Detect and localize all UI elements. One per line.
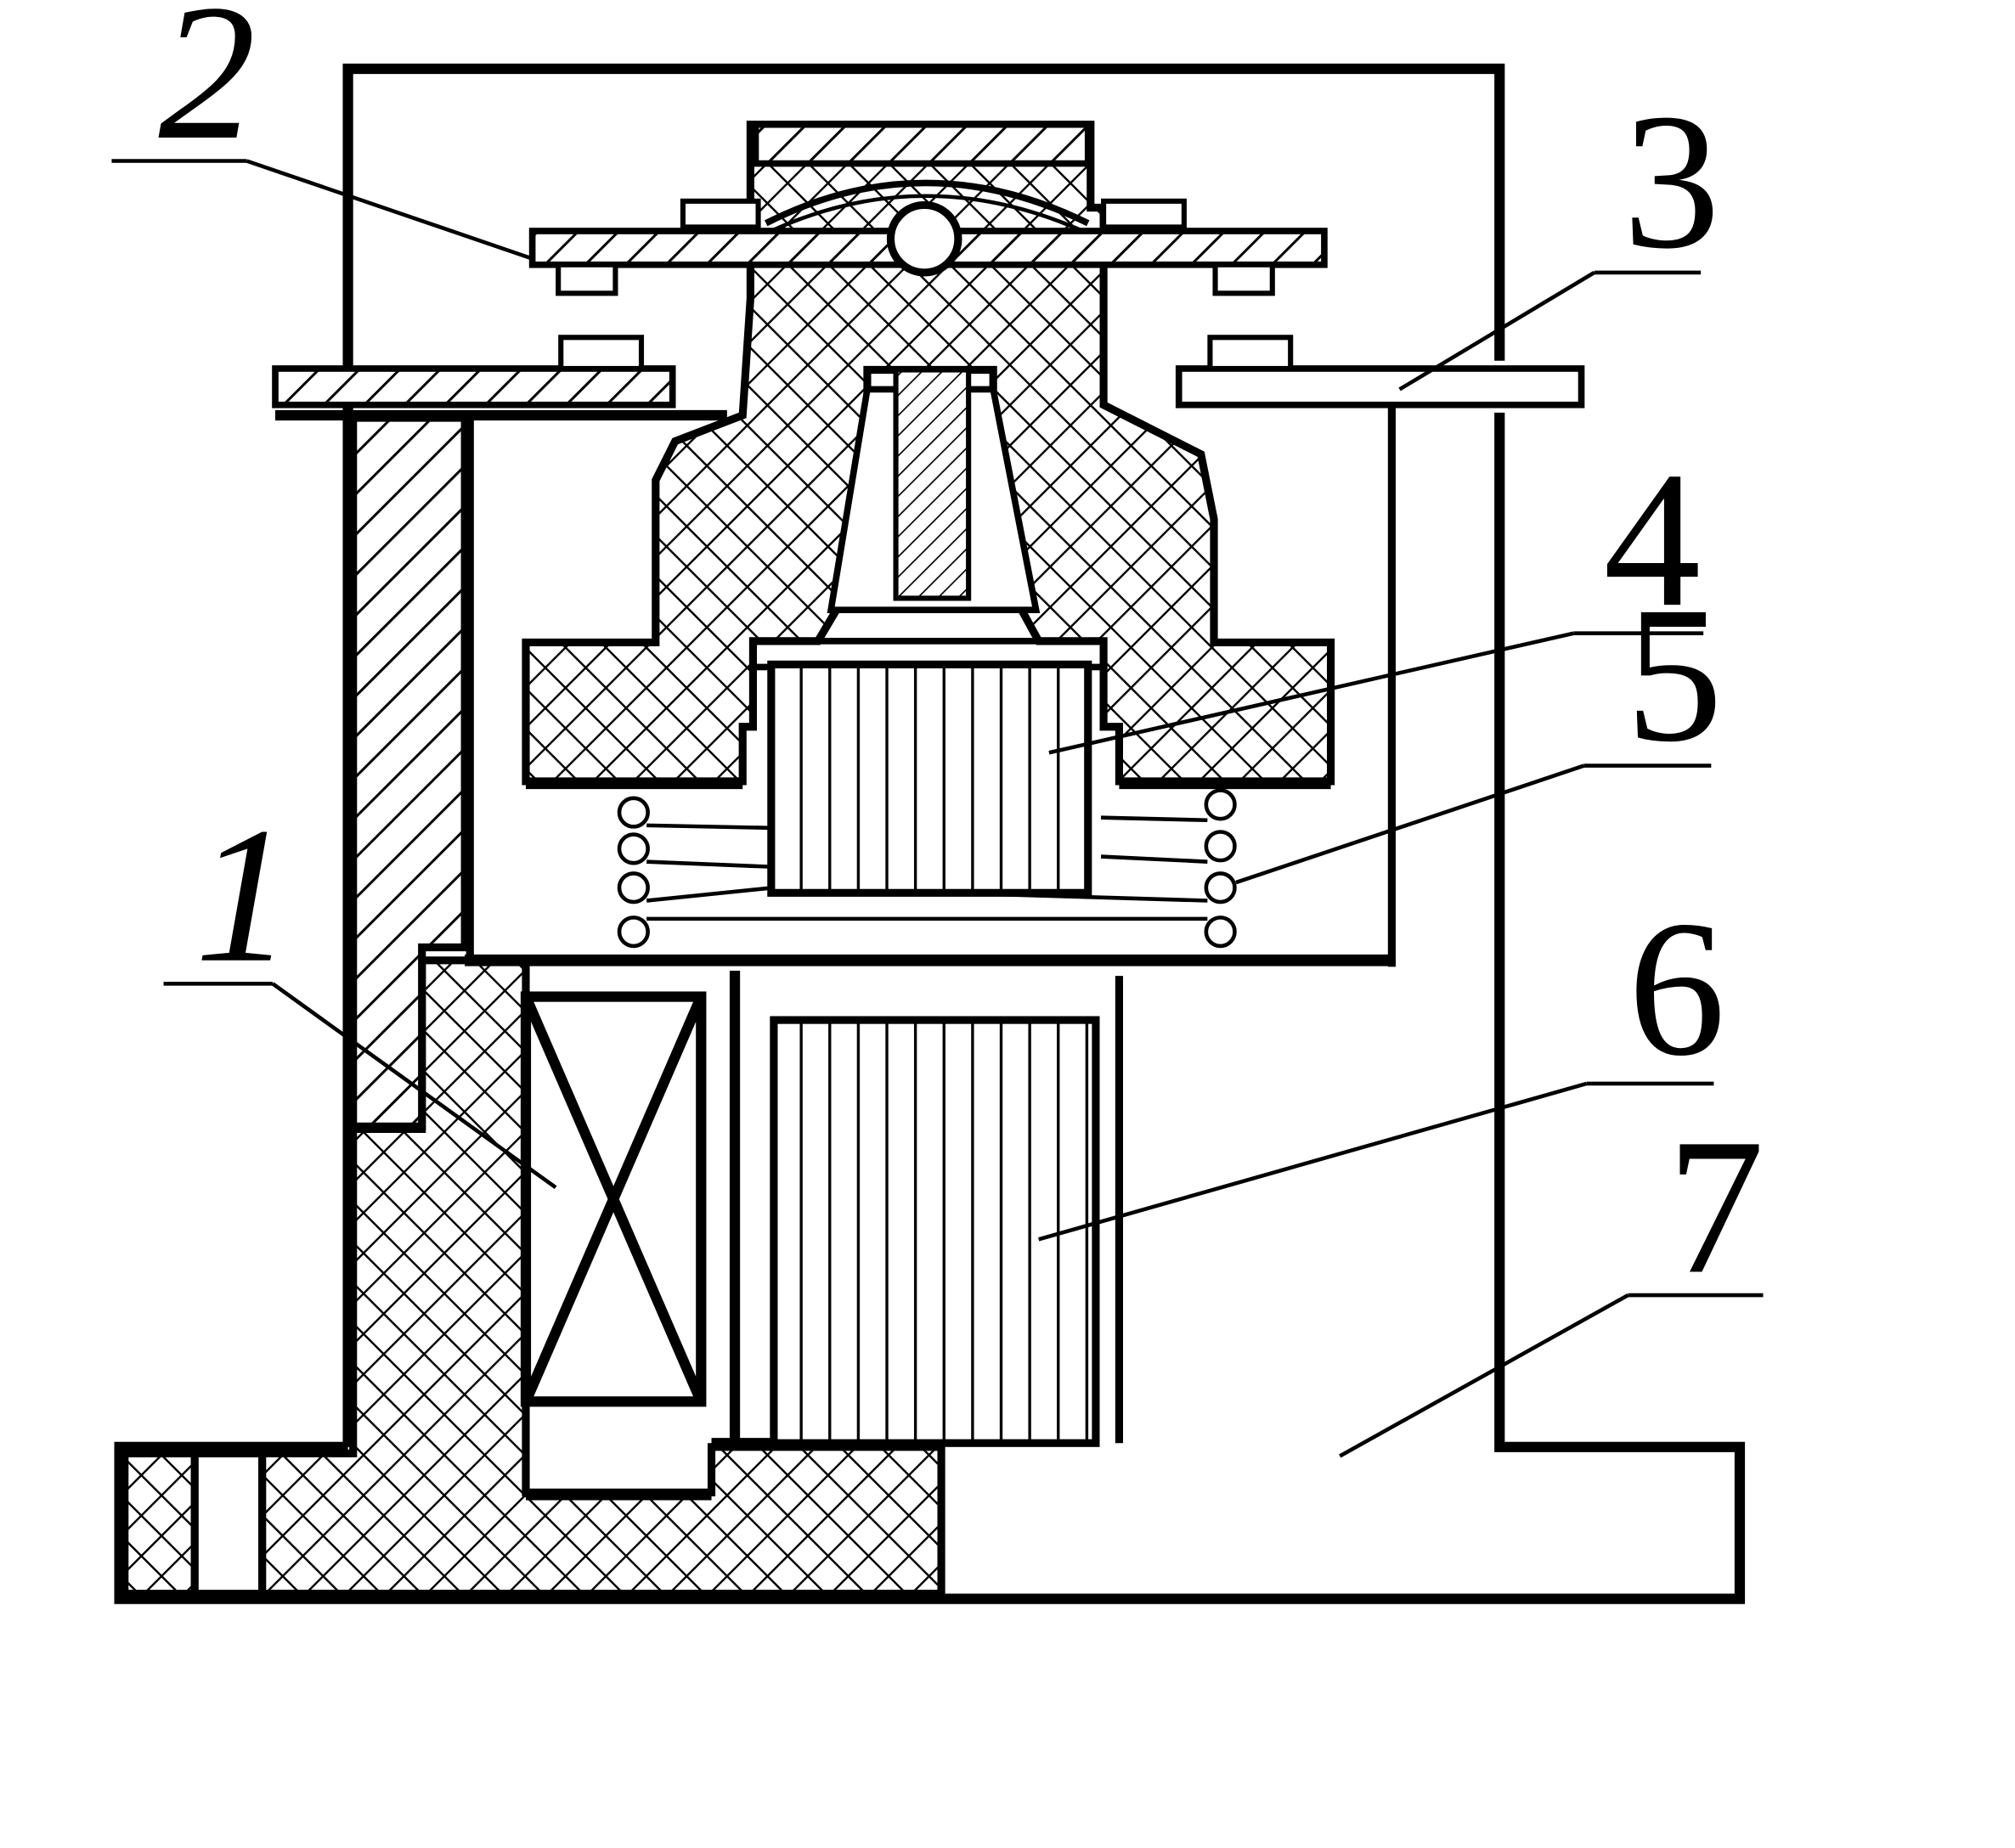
label-part-7: 7 xyxy=(1667,1099,1764,1315)
label-part-5: 5 xyxy=(1625,566,1723,782)
label-part-1: 1 xyxy=(195,787,292,1003)
label-part-2: 2 xyxy=(158,0,256,180)
part-labels: 1 2 3 4 5 6 7 xyxy=(158,0,1764,1315)
static-contacts xyxy=(272,335,1585,421)
static-core xyxy=(770,976,1124,1447)
moving-contact-bridge xyxy=(528,179,1328,296)
coil xyxy=(520,971,805,1501)
housing-frame xyxy=(114,63,1746,1604)
label-part-3: 3 xyxy=(1623,73,1720,289)
contact-carrier xyxy=(522,121,1335,790)
moving-armature xyxy=(749,638,1107,897)
chamber-floor xyxy=(465,418,1392,966)
label-part-4: 4 xyxy=(1604,431,1702,647)
label-part-6: 6 xyxy=(1628,881,1726,1096)
leader-lines xyxy=(111,159,1764,1458)
